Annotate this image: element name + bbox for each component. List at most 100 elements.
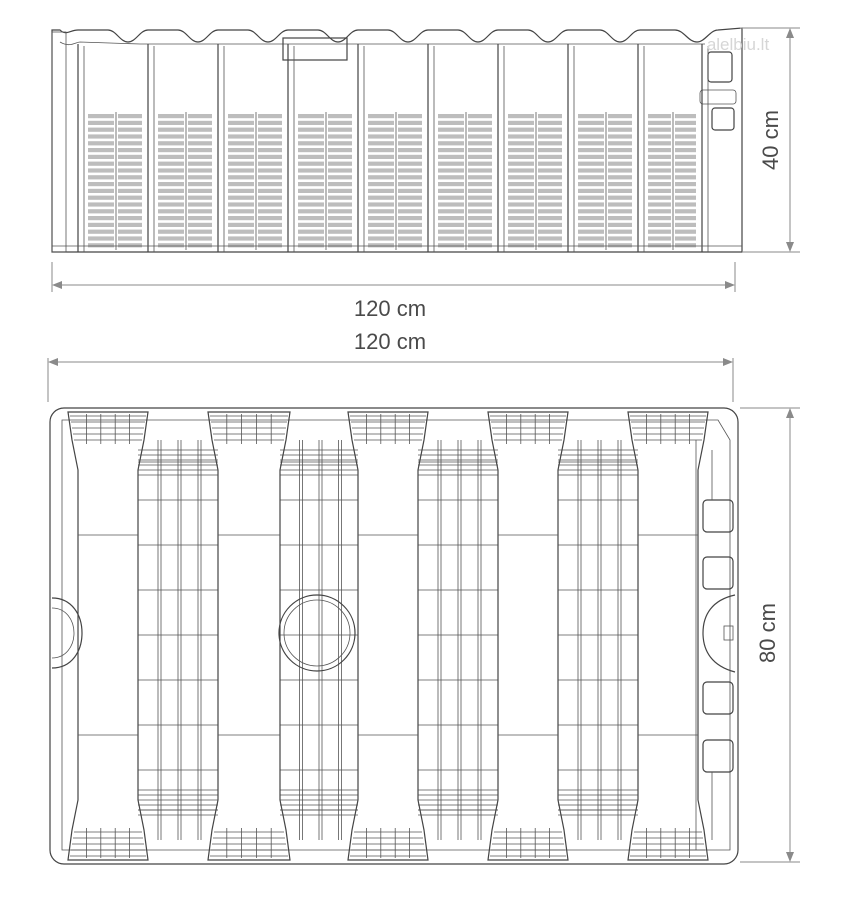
side-slot <box>158 175 184 180</box>
side-slot <box>228 114 254 119</box>
side-slot <box>538 175 562 180</box>
top-pillar <box>67 411 149 861</box>
side-slot <box>438 114 464 119</box>
side-slot <box>438 188 464 193</box>
side-slot <box>675 188 696 193</box>
side-slot <box>158 120 184 125</box>
side-slot <box>468 127 492 132</box>
side-slot <box>368 195 394 200</box>
side-view <box>51 27 743 253</box>
side-slot <box>508 161 534 166</box>
side-slot <box>648 148 671 153</box>
side-slot <box>88 188 114 193</box>
top-depth-dimension: 80 cm <box>740 407 800 863</box>
side-slot <box>118 222 142 227</box>
side-slot <box>188 229 212 234</box>
side-slot <box>508 168 534 173</box>
side-slot <box>675 161 696 166</box>
side-slot <box>228 120 254 125</box>
side-slot <box>508 209 534 214</box>
side-slot <box>118 229 142 234</box>
side-slot <box>438 154 464 159</box>
side-slot <box>188 175 212 180</box>
side-slot <box>258 127 282 132</box>
side-body-outline <box>51 27 743 253</box>
side-slot <box>298 216 324 221</box>
side-slot <box>508 243 534 248</box>
side-slot <box>648 120 671 125</box>
side-slot <box>158 229 184 234</box>
side-slot <box>258 229 282 234</box>
side-slot <box>578 168 604 173</box>
side-slot <box>258 243 282 248</box>
side-slot <box>88 202 114 207</box>
side-slot <box>188 222 212 227</box>
side-slot <box>228 161 254 166</box>
side-slot <box>438 141 464 146</box>
top-ribs <box>67 411 709 861</box>
side-slot <box>648 182 671 187</box>
side-slot <box>118 148 142 153</box>
side-slot <box>158 161 184 166</box>
side-slot <box>398 202 422 207</box>
side-slot <box>88 114 114 119</box>
side-slot <box>438 127 464 132</box>
side-slot <box>188 195 212 200</box>
side-slot <box>118 209 142 214</box>
side-slot <box>468 175 492 180</box>
side-slot <box>88 209 114 214</box>
side-slot <box>438 148 464 153</box>
side-slot <box>328 161 352 166</box>
side-slot <box>508 188 534 193</box>
side-slot <box>398 141 422 146</box>
side-slot <box>438 120 464 125</box>
side-slot <box>578 243 604 248</box>
side-slot <box>258 195 282 200</box>
side-slot <box>298 195 324 200</box>
side-slot <box>118 216 142 221</box>
side-slot <box>88 222 114 227</box>
side-slot <box>538 141 562 146</box>
side-slot <box>158 236 184 241</box>
top-body-outline <box>49 407 739 865</box>
side-slot <box>675 202 696 207</box>
side-slot <box>258 236 282 241</box>
top-pillar <box>487 411 569 861</box>
side-slot <box>578 182 604 187</box>
side-slot <box>118 188 142 193</box>
side-slot <box>158 202 184 207</box>
side-slot <box>398 209 422 214</box>
side-slot <box>298 114 324 119</box>
side-slot <box>258 154 282 159</box>
side-slot <box>298 127 324 132</box>
side-slot <box>438 182 464 187</box>
side-slot <box>328 236 352 241</box>
left-inlet <box>51 597 83 669</box>
side-slot <box>88 243 114 248</box>
side-slot <box>398 182 422 187</box>
side-slot <box>675 222 696 227</box>
top-depth-label: 80 cm <box>755 603 780 663</box>
side-slot <box>538 127 562 132</box>
side-slot <box>468 195 492 200</box>
side-slot <box>648 161 671 166</box>
side-slot <box>118 120 142 125</box>
side-slot <box>368 154 394 159</box>
manhole-circle <box>278 594 356 672</box>
side-slot <box>118 141 142 146</box>
side-slot <box>298 161 324 166</box>
side-slot <box>368 148 394 153</box>
side-slot <box>468 182 492 187</box>
side-slot <box>368 209 394 214</box>
side-slot <box>438 168 464 173</box>
side-right-fitting-upper <box>707 51 733 83</box>
side-left-cap <box>51 31 67 253</box>
side-slot <box>258 188 282 193</box>
side-slot <box>298 120 324 125</box>
side-slot <box>538 209 562 214</box>
side-slot <box>368 229 394 234</box>
side-slot <box>648 134 671 139</box>
side-slot <box>398 216 422 221</box>
side-slot <box>228 148 254 153</box>
side-slot <box>188 236 212 241</box>
